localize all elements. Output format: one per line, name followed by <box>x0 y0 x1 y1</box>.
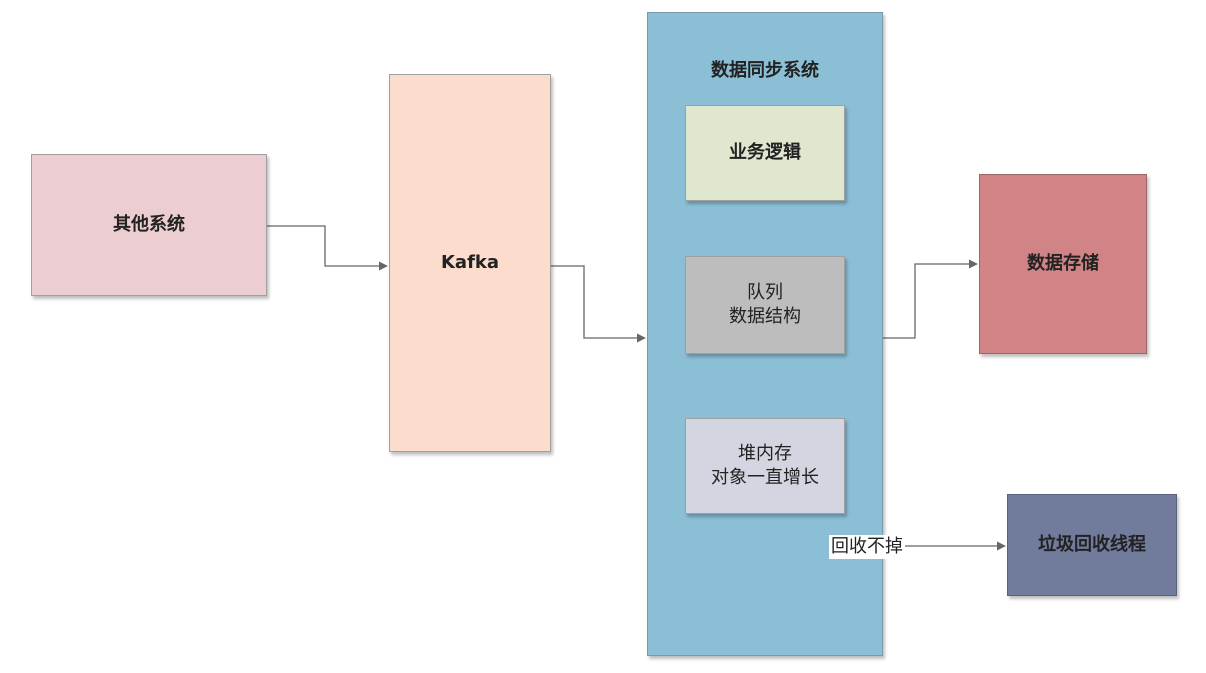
node-queue-label-line-1: 队列 <box>747 281 783 303</box>
edge-other-to-kafka <box>267 225 388 271</box>
node-kafka-label: Kafka <box>440 251 500 273</box>
node-business-logic-label: 业务逻辑 <box>729 141 801 163</box>
node-heap-memory[interactable]: 堆内存 对象一直增长 <box>685 418 845 514</box>
node-queue-label-line-2: 数据结构 <box>729 306 801 327</box>
edge-sync-to-storage <box>883 259 978 339</box>
edge-kafka-to-sync <box>551 265 646 343</box>
node-kafka[interactable]: Kafka <box>389 74 551 452</box>
node-other-system[interactable]: 其他系统 <box>31 154 267 296</box>
node-queue[interactable]: 队列 数据结构 <box>685 256 845 354</box>
node-gc-thread[interactable]: 垃圾回收线程 <box>1007 494 1177 596</box>
node-data-storage[interactable]: 数据存储 <box>979 174 1147 354</box>
node-business-logic[interactable]: 业务逻辑 <box>685 105 845 201</box>
node-sync-system-label: 数据同步系统 <box>711 60 819 81</box>
node-data-storage-label: 数据存储 <box>1027 252 1099 274</box>
edge-label-heap-to-gc: 回收不掉 <box>829 535 905 559</box>
node-heap-label-line-2: 对象一直增长 <box>711 467 819 488</box>
node-gc-thread-label: 垃圾回收线程 <box>1038 533 1146 555</box>
node-other-system-label: 其他系统 <box>113 213 185 235</box>
node-heap-label-line-1: 堆内存 <box>738 442 792 464</box>
